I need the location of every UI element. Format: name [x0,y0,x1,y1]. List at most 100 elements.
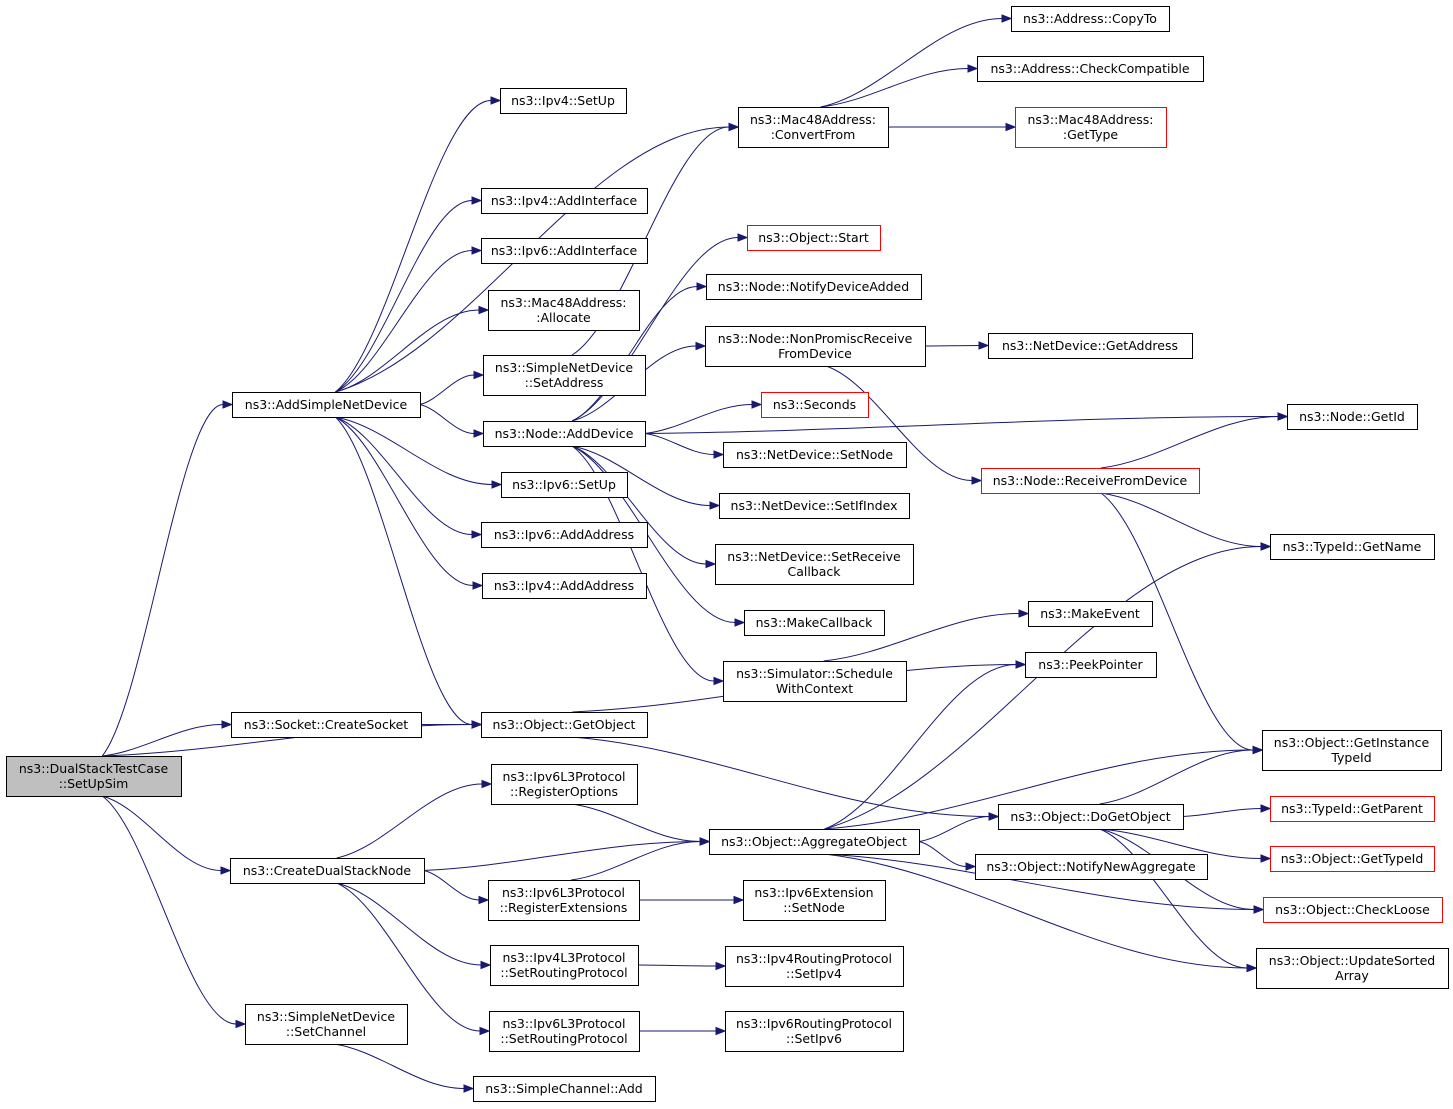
node-box [232,392,421,418]
node-ipv4-set-up[interactable]: ns3::Ipv4::SetUp [500,88,627,114]
node-label: ns3::Ipv6L3Protocol [502,769,625,784]
node-add-simple[interactable]: ns3::AddSimpleNetDevice [232,392,421,418]
node-box [488,290,640,331]
edge-add-simple-to-ipv6-set-up [335,416,503,489]
node-box [747,225,881,251]
node-ipv4-add-if[interactable]: ns3::Ipv4::AddInterface [481,188,648,214]
node-ipv4-add-addr[interactable]: ns3::Ipv4::AddAddress [482,573,647,599]
node-obj-get-type-id[interactable]: ns3::Object::GetTypeId [1270,846,1435,872]
node-label: ns3::Object::DoGetObject [1010,809,1170,824]
node-make-event[interactable]: ns3::MakeEvent [1028,601,1153,627]
node-addr-copy-to[interactable]: ns3::Address::CopyTo [1011,6,1170,32]
node-ipv4-rpset-ipv4[interactable]: ns3::Ipv4RoutingProtocol::SetIpv4 [725,946,904,987]
node-label: ::RegisterOptions [510,784,618,799]
node-check-loose[interactable]: ns3::Object::CheckLoose [1263,897,1443,923]
edge-add-simple-to-ipv6-add-addr [335,416,483,539]
node-notify-new-agg[interactable]: ns3::Object::NotifyNewAggregate [975,854,1208,880]
node-node-add-device[interactable]: ns3::Node::AddDevice [483,421,646,447]
node-box [725,946,904,987]
node-mac-convert[interactable]: ns3::Mac48Address::ConvertFrom [738,107,889,148]
edge-do-get-object-to-get-instance-type-id [1099,745,1264,805]
node-label: ns3::Mac48Address: [1027,112,1153,127]
edge-add-simple-to-get-object [335,416,483,729]
node-box [761,392,869,418]
node-mac-get-type[interactable]: ns3::Mac48Address::GetType [1015,107,1167,148]
node-nd-get-addr[interactable]: ns3::NetDevice::GetAddress [988,333,1193,359]
edge-do-get-object-to-type-id-get-parent [1182,804,1272,817]
edge-recv-from-device-to-node-get-id [1100,412,1289,469]
node-label: ns3::SimpleNetDevice [495,360,633,375]
node-addr-check-compat[interactable]: ns3::Address::CheckCompatible [977,56,1204,82]
node-box [488,880,640,921]
edge-mac-convert-to-mac-get-type [888,122,1017,132]
node-make-callback[interactable]: ns3::MakeCallback [744,610,885,636]
edge-add-simple-to-simple-set-addr [419,370,485,405]
node-reg-options[interactable]: ns3::Ipv6L3Protocol::RegisterOptions [491,764,638,805]
node-get-object[interactable]: ns3::Object::GetObject [481,712,648,738]
node-simple-set-addr[interactable]: ns3::SimpleNetDevice::SetAddress [483,355,646,396]
node-label: ns3::NetDevice::SetReceive [727,549,901,564]
node-nd-set-node[interactable]: ns3::NetDevice::SetNode [723,442,907,468]
edge-node-add-device-to-obj-start [571,233,749,422]
node-box [998,804,1184,830]
edge-node-add-device-to-notify-added [571,282,708,422]
node-label: ns3::Ipv6L3Protocol [502,1016,625,1031]
node-ipv6-set-up[interactable]: ns3::Ipv6::SetUp [501,472,628,498]
node-ipv6-set-rp[interactable]: ns3::Ipv6L3Protocol::SetRoutingProtocol [489,1011,640,1052]
node-recv-from-device[interactable]: ns3::Node::ReceiveFromDevice [981,468,1200,494]
edge-create-dual-to-reg-options [336,779,493,859]
node-type-id-get-parent[interactable]: ns3::TypeId::GetParent [1270,796,1435,822]
node-root[interactable]: ns3::DualStackTestCase::SetUpSim [6,756,182,797]
node-do-get-object[interactable]: ns3::Object::DoGetObject [998,804,1184,830]
node-label: ns3::Node::AddDevice [495,426,634,441]
node-peek-pointer[interactable]: ns3::PeekPointer [1025,652,1157,678]
edge-add-simple-to-ipv4-add-if [335,196,483,393]
node-label: ns3::Simulator::Schedule [736,666,893,681]
node-create-dual[interactable]: ns3::CreateDualStackNode [230,858,425,884]
edge-simple-set-addr-to-mac-convert [571,122,740,356]
node-simple-set-channel[interactable]: ns3::SimpleNetDevice::SetChannel [245,1004,408,1045]
node-seconds[interactable]: ns3::Seconds [761,392,869,418]
edge-node-add-device-to-seconds [644,400,763,434]
edge-do-get-object-to-update-sorted [1099,828,1258,973]
node-create-socket[interactable]: ns3::Socket::CreateSocket [231,712,422,738]
node-box [744,610,885,636]
call-edges [101,14,1289,1093]
node-label: ::SetAddress [525,375,604,390]
node-mac-allocate[interactable]: ns3::Mac48Address::Allocate [488,290,640,331]
node-label: ns3::NetDevice::GetAddress [1002,338,1178,353]
node-label: ::SetChannel [286,1024,366,1039]
node-ipv6-add-if[interactable]: ns3::Ipv6::AddInterface [481,238,648,264]
node-node-get-id[interactable]: ns3::Node::GetId [1287,404,1418,430]
node-label: ns3::Ipv6L3Protocol [502,885,625,900]
edge-create-dual-to-ipv6-set-rp [336,882,491,1036]
node-box [738,107,889,148]
node-nd-set-if[interactable]: ns3::NetDevice::SetIfIndex [719,493,910,519]
node-notify-added[interactable]: ns3::Node::NotifyDeviceAdded [706,274,922,300]
node-label: ns3::SimpleNetDevice [257,1009,395,1024]
node-box [481,712,648,738]
node-ipv4-set-rp[interactable]: ns3::Ipv4L3Protocol::SetRoutingProtocol [490,945,639,986]
node-ipv6-rpset-ipv6[interactable]: ns3::Ipv6RoutingProtocol::SetIpv6 [725,1011,904,1052]
edge-node-add-device-to-nd-set-recv [571,445,717,569]
node-box [1287,404,1418,430]
node-label: ns3::Socket::CreateSocket [244,717,409,732]
node-label: ns3::Ipv6Extension [754,885,873,900]
node-reg-ext[interactable]: ns3::Ipv6L3Protocol::RegisterExtensions [488,880,640,921]
node-type-id-get-name[interactable]: ns3::TypeId::GetName [1270,534,1435,560]
node-box [1028,601,1153,627]
node-ipv6-add-addr[interactable]: ns3::Ipv6::AddAddress [481,522,648,548]
node-aggregate[interactable]: ns3::Object::AggregateObject [709,829,920,855]
node-label: ns3::Ipv4::SetUp [511,93,615,108]
node-obj-start[interactable]: ns3::Object::Start [747,225,881,251]
node-ipv6-ext-set-node[interactable]: ns3::Ipv6Extension::SetNode [743,880,886,921]
node-label: ::SetIpv4 [786,966,842,981]
node-chan-add[interactable]: ns3::SimpleChannel::Add [473,1076,656,1102]
node-box [491,764,638,805]
